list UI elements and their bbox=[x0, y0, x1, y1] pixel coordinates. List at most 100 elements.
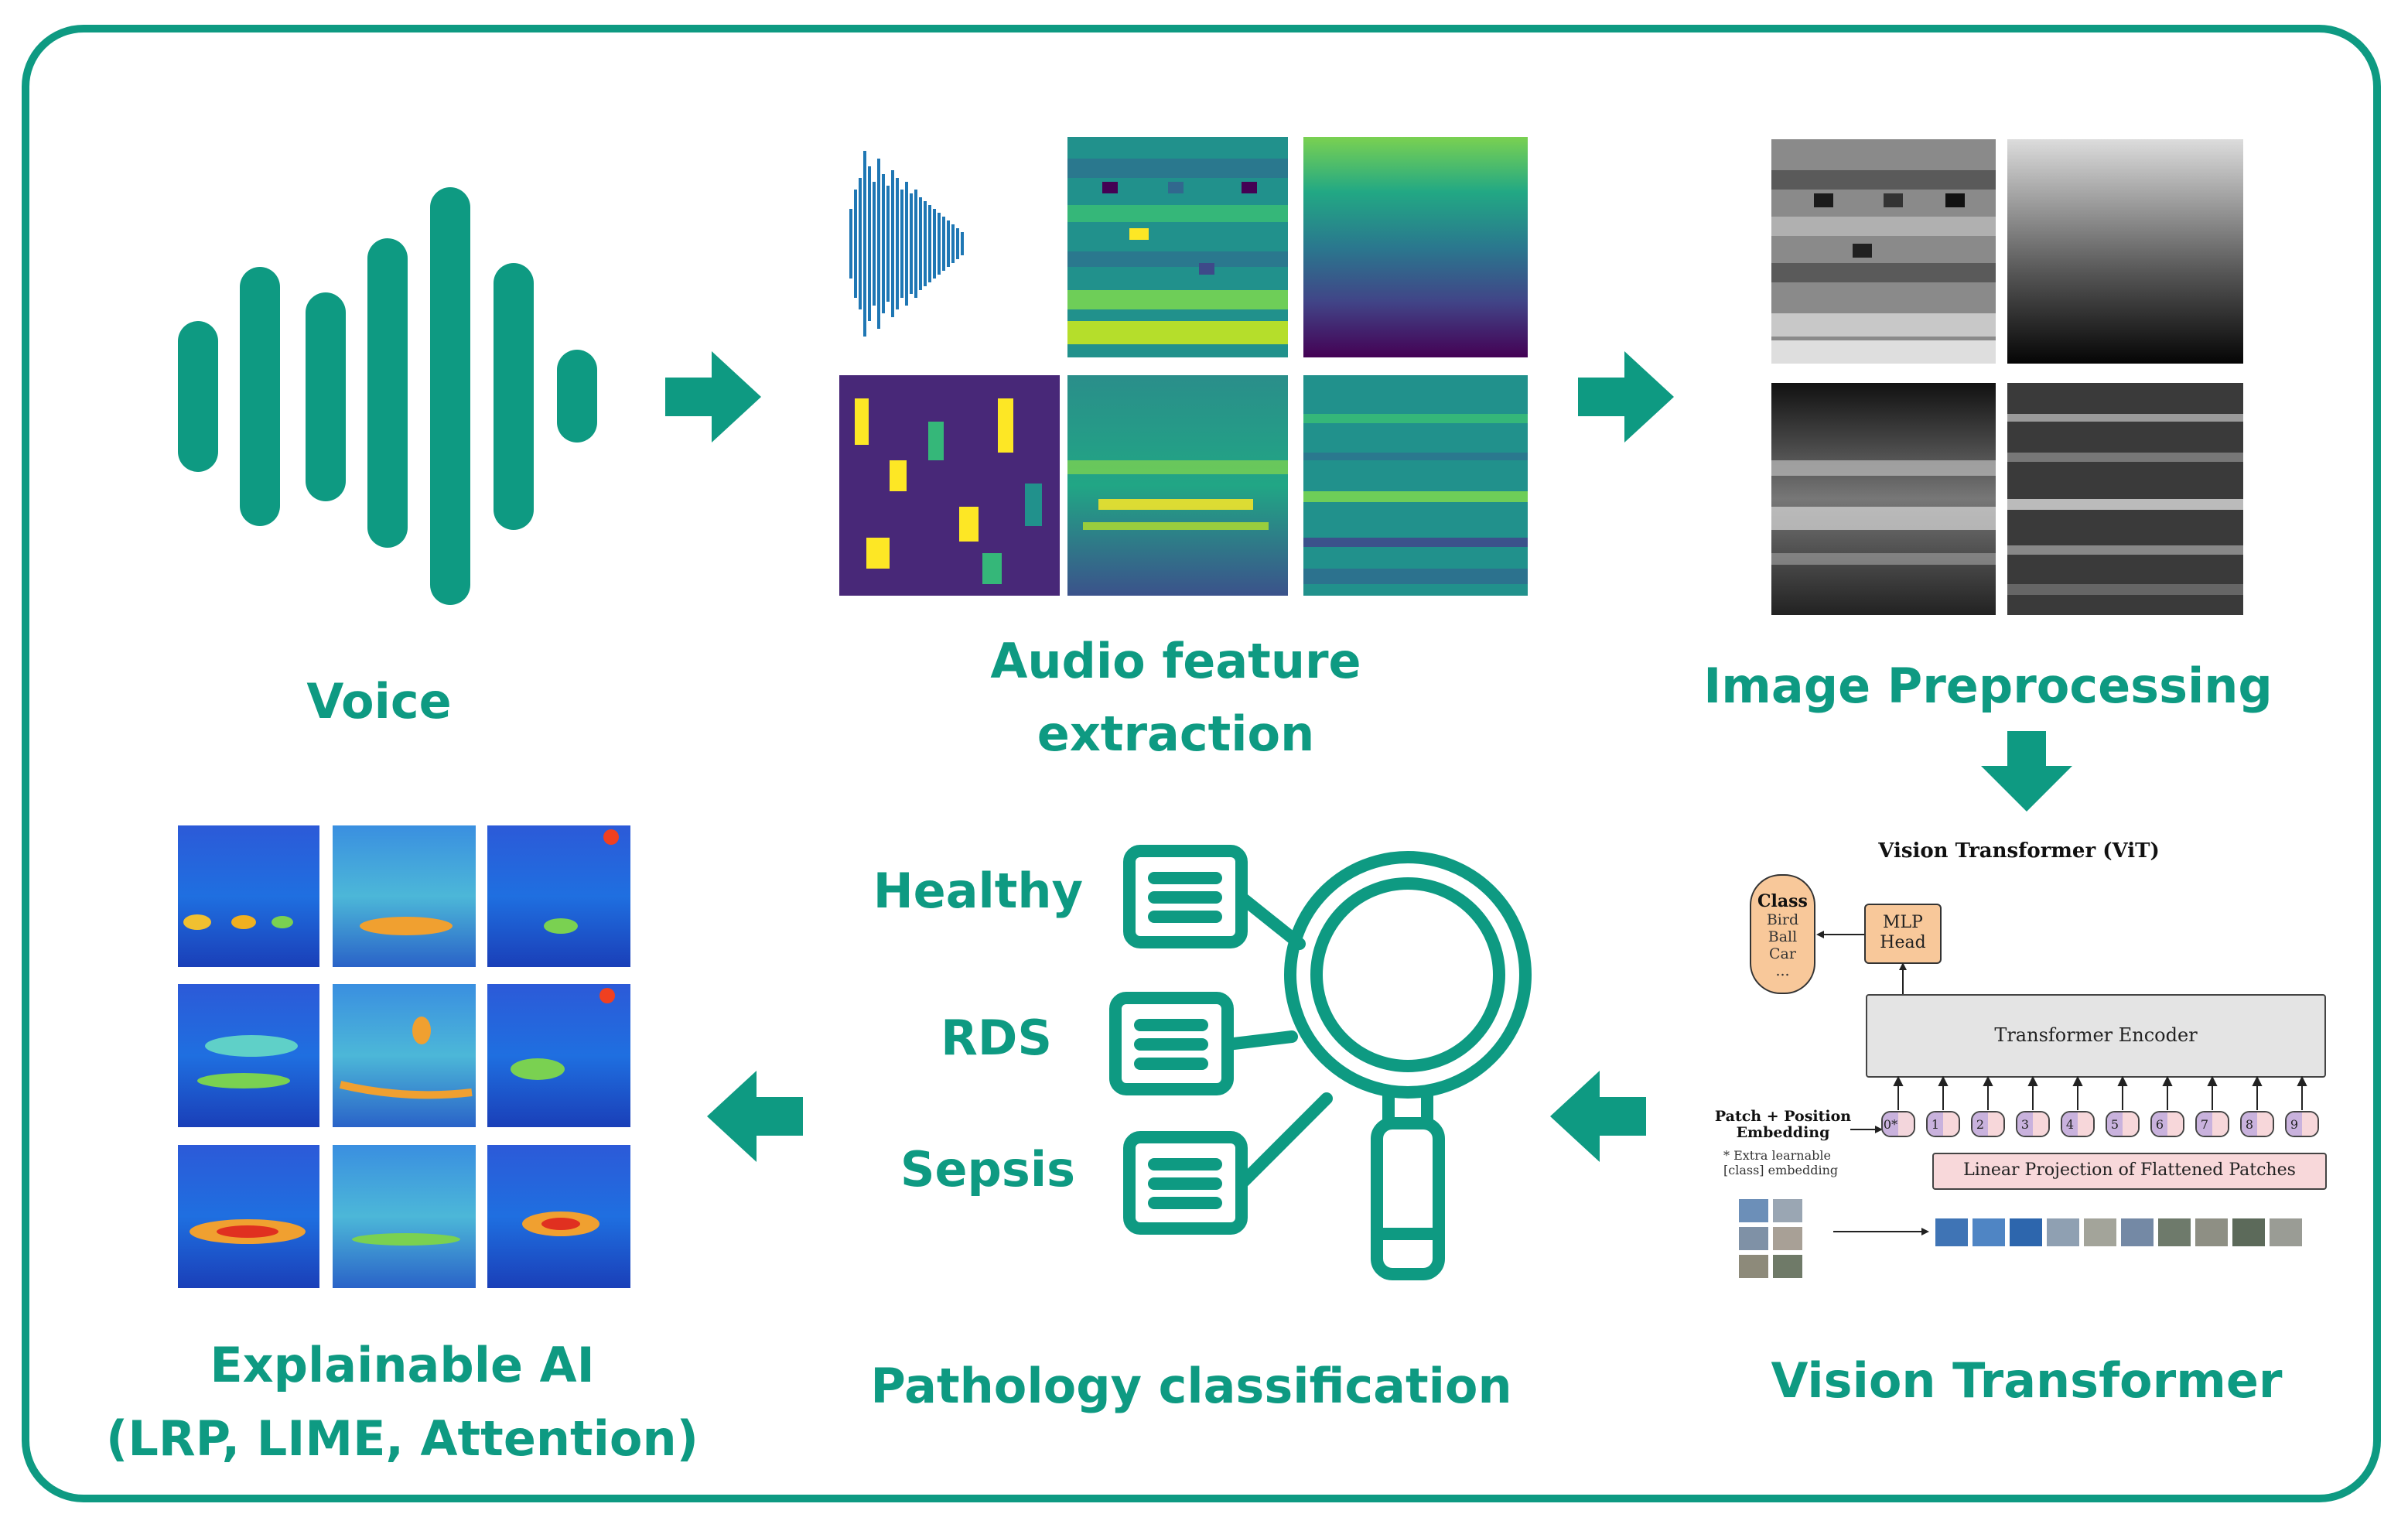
transformer-encoder-label: Transformer Encoder bbox=[1994, 1024, 2198, 1046]
token-embedding bbox=[2033, 1112, 2048, 1136]
linear-projection-label: Linear Projection of Flattened Patches bbox=[1963, 1160, 2296, 1180]
class-item-2: Ball bbox=[1768, 928, 1798, 945]
token-arrow-head bbox=[2027, 1075, 2038, 1086]
arrow-down-icon bbox=[1981, 731, 2072, 812]
class-item-1: Bird bbox=[1766, 911, 1799, 928]
token-embedding bbox=[2123, 1112, 2138, 1136]
token-embedding bbox=[2167, 1112, 2183, 1136]
full-image-thumbnails bbox=[1739, 1199, 1802, 1278]
class-title: Class bbox=[1757, 891, 1808, 911]
gray-image-2 bbox=[2007, 139, 2243, 364]
feature-image-5 bbox=[1067, 375, 1288, 596]
token-number: 7 bbox=[2197, 1112, 2212, 1136]
heatmap-2 bbox=[333, 825, 476, 967]
preprocess-label: Image Preprocessing bbox=[1703, 658, 2273, 714]
class-label-rds: RDS bbox=[941, 1010, 1052, 1066]
feature-image-4 bbox=[839, 375, 1060, 596]
token-number: 2 bbox=[1973, 1112, 1988, 1136]
token-arrow-head bbox=[1938, 1075, 1949, 1086]
token-arrow-head bbox=[2207, 1075, 2218, 1086]
gray-image-3 bbox=[1771, 383, 1996, 615]
xai-label-line1: Explainable AI bbox=[210, 1337, 595, 1393]
token-number: 1 bbox=[1928, 1112, 1943, 1136]
token-embedding bbox=[2212, 1112, 2228, 1136]
arrow-left-1-icon bbox=[1550, 1071, 1646, 1162]
token-number: 0* bbox=[1883, 1112, 1898, 1136]
token-pill: 8 bbox=[2240, 1111, 2274, 1137]
class-label-sepsis: Sepsis bbox=[900, 1141, 1075, 1198]
token-arrow-head bbox=[2162, 1075, 2173, 1086]
heatmap-5 bbox=[333, 984, 476, 1127]
gray-image-4 bbox=[2007, 383, 2243, 615]
class-item-4: ... bbox=[1775, 962, 1790, 979]
audio-label-line2: extraction bbox=[1037, 706, 1315, 762]
audio-label-line1: Audio feature bbox=[990, 633, 1361, 689]
token-pill: 9 bbox=[2285, 1111, 2319, 1137]
vit-connectors bbox=[1739, 931, 2307, 1278]
audio-feature-images bbox=[839, 137, 1528, 596]
preprocessed-images bbox=[1771, 139, 2243, 615]
heatmap-1 bbox=[178, 825, 319, 967]
token-embedding bbox=[1943, 1112, 1959, 1136]
class-box bbox=[1750, 874, 1815, 994]
heatmap-8 bbox=[333, 1145, 476, 1288]
token-number: 3 bbox=[2017, 1112, 2033, 1136]
arrow-left-2-icon bbox=[707, 1071, 803, 1162]
extra-note-line2: [class] embedding bbox=[1723, 1163, 1839, 1177]
token-arrow-head bbox=[1983, 1075, 1993, 1086]
gray-image-1 bbox=[1771, 139, 1996, 364]
token-number: 9 bbox=[2287, 1112, 2302, 1136]
token-arrow-head bbox=[2252, 1075, 2263, 1086]
vit-title: Vision Transformer (ViT) bbox=[1878, 839, 2160, 863]
token-number: 8 bbox=[2242, 1112, 2257, 1136]
class-item-3: Car bbox=[1769, 945, 1796, 962]
token-arrow-head bbox=[2297, 1075, 2307, 1086]
token-embedding bbox=[1898, 1112, 1914, 1136]
diagram-frame bbox=[22, 25, 2381, 1502]
token-pill: 0* bbox=[1881, 1111, 1915, 1137]
token-row: 0* 1 2 3 4 5 6 7 8 9 bbox=[1881, 1111, 2330, 1139]
mlp-head-line1: MLP bbox=[1883, 913, 1923, 932]
patch-label-line2: Embedding bbox=[1736, 1124, 1830, 1141]
token-embedding bbox=[2302, 1112, 2317, 1136]
token-pill: 4 bbox=[2061, 1111, 2095, 1137]
waveform-image bbox=[849, 151, 964, 337]
patch-thumbnails bbox=[1935, 1218, 2302, 1246]
vit-label: Vision Transformer bbox=[1771, 1352, 2283, 1409]
token-embedding bbox=[2078, 1112, 2093, 1136]
feature-image-2 bbox=[1067, 137, 1288, 357]
token-embedding bbox=[1988, 1112, 2003, 1136]
xai-label-line2: (LRP, LIME, Attention) bbox=[106, 1410, 698, 1467]
mlp-head-line2: Head bbox=[1880, 933, 1926, 952]
sound-wave-icon bbox=[178, 187, 597, 605]
arrow-right-2-icon bbox=[1578, 351, 1674, 443]
token-number: 6 bbox=[2152, 1112, 2167, 1136]
feature-image-6 bbox=[1303, 375, 1528, 596]
token-embedding bbox=[2257, 1112, 2273, 1136]
feature-image-3 bbox=[1303, 137, 1528, 357]
token-arrow-head bbox=[2072, 1075, 2083, 1086]
heatmap-6 bbox=[487, 984, 630, 1127]
token-pill: 6 bbox=[2150, 1111, 2184, 1137]
token-number: 5 bbox=[2107, 1112, 2123, 1136]
mlp-head-box bbox=[1864, 904, 1942, 964]
token-number: 4 bbox=[2062, 1112, 2078, 1136]
voice-label: Voice bbox=[306, 673, 452, 730]
pathology-label: Pathology classification bbox=[870, 1358, 1512, 1414]
patch-label-line1: Patch + Position bbox=[1714, 1108, 1852, 1125]
token-pill: 5 bbox=[2106, 1111, 2140, 1137]
heatmap-3 bbox=[487, 825, 630, 967]
xai-heatmap-grid bbox=[178, 825, 630, 1288]
token-arrow-head bbox=[2117, 1075, 2128, 1086]
token-arrow-head bbox=[1893, 1075, 1904, 1086]
extra-note-line1: * Extra learnable bbox=[1723, 1148, 1831, 1163]
token-pill: 3 bbox=[2016, 1111, 2050, 1137]
token-pill: 7 bbox=[2195, 1111, 2229, 1137]
token-pill: 2 bbox=[1971, 1111, 2005, 1137]
class-label-healthy: Healthy bbox=[873, 863, 1083, 919]
linear-projection-box bbox=[1932, 1153, 2327, 1190]
heatmap-7 bbox=[178, 1145, 319, 1288]
arrow-right-1-icon bbox=[665, 351, 761, 443]
magnifier-documents-icon bbox=[1109, 845, 1532, 1280]
token-pill: 1 bbox=[1926, 1111, 1960, 1137]
